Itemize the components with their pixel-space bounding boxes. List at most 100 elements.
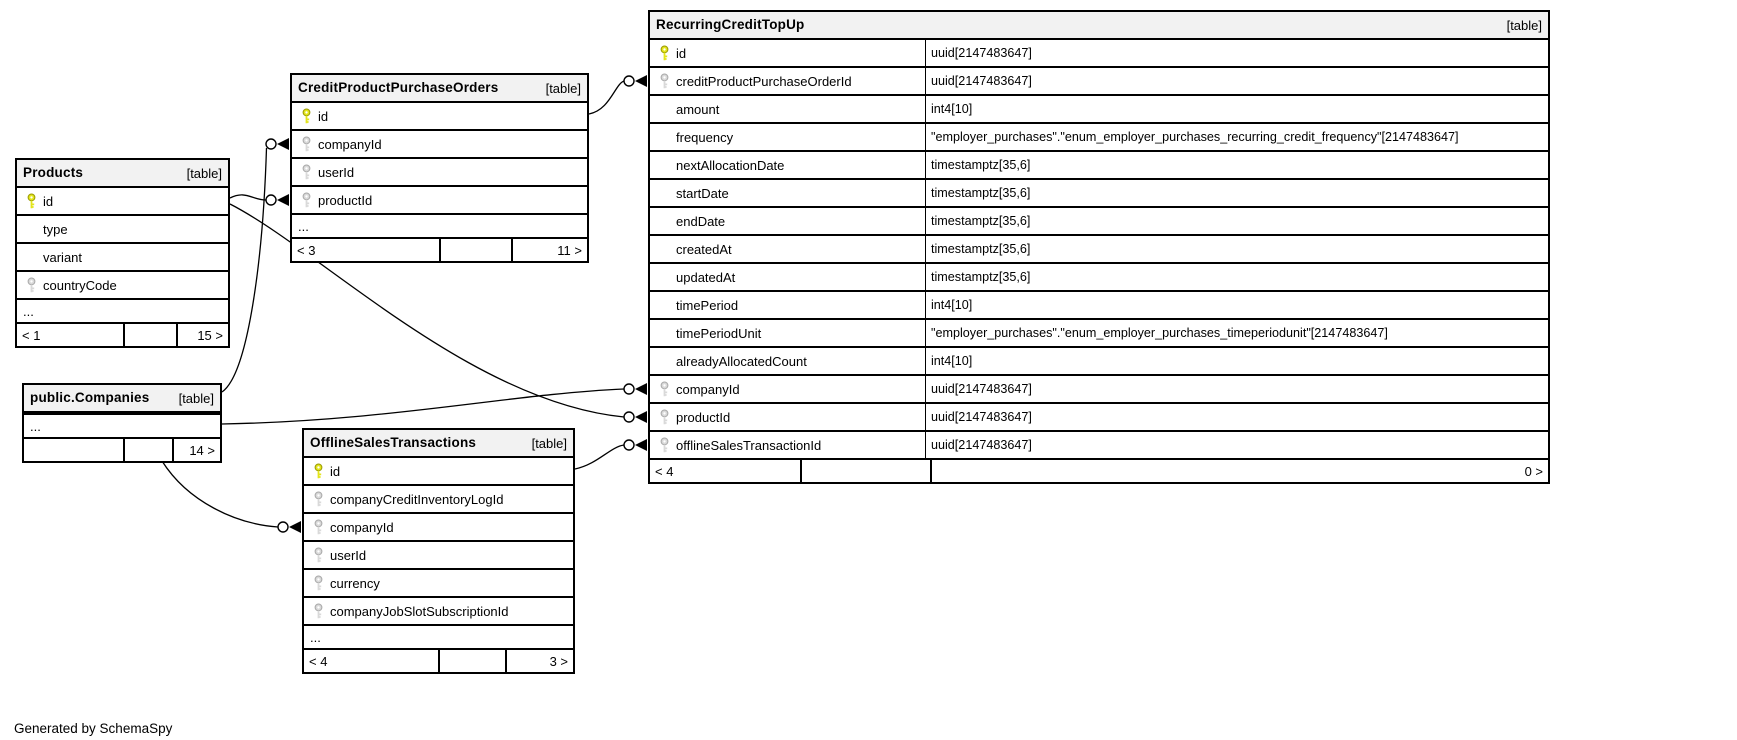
column-name: type (43, 221, 68, 237)
table-header[interactable]: OfflineSalesTransactions [table] (304, 430, 573, 458)
footer-middle-cell (438, 650, 505, 672)
column-row-companyId: companyId (304, 512, 573, 540)
column-name: endDate (676, 213, 726, 229)
table-header[interactable]: Products [table] (17, 160, 228, 188)
column-row-productId: productId (292, 185, 587, 213)
table-title: public.Companies (30, 390, 150, 406)
table-title: Products (23, 165, 84, 181)
footer-left-count: < 3 (297, 242, 316, 258)
column-name: currency (330, 575, 380, 591)
column-type: timestamptz[35,6] (925, 152, 1548, 178)
column-name: creditProductPurchaseOrderId (676, 73, 852, 89)
footer-right-count: 0 > (930, 460, 1548, 482)
column-row-variant: variant (17, 242, 228, 270)
edge-companies-to-rctu-companyid (221, 388, 625, 425)
edge-cppo-to-rctu-cppoorderid (588, 80, 625, 115)
column-rows: id type variant countryCode (17, 188, 228, 298)
footer-right-count: 15 > (175, 324, 228, 346)
column-type: "employer_purchases"."enum_employer_purc… (925, 320, 1548, 346)
table-public-companies[interactable]: public.Companies[table]...14 > (22, 383, 222, 463)
column-rows: id companyCreditInventoryLogId companyId us… (304, 458, 573, 624)
footer-left-count: < 4 (309, 653, 328, 669)
primary-key-icon (21, 193, 41, 210)
table-title: RecurringCreditTopUp (656, 17, 805, 33)
column-type: uuid[2147483647] (925, 376, 1548, 402)
foreign-key-icon (308, 603, 328, 620)
fk-connector-glyphs (265, 75, 647, 533)
footer-middle-cell (123, 324, 176, 346)
column-name: frequency (676, 129, 734, 145)
generated-by-note: Generated by SchemaSpy (14, 721, 173, 736)
column-row-id: id (17, 188, 228, 214)
column-name: companyId (330, 519, 394, 535)
table-title: CreditProductPurchaseOrders (298, 80, 499, 96)
column-row-id: id (304, 458, 573, 484)
column-type: uuid[2147483647] (925, 68, 1548, 94)
table-header[interactable]: RecurringCreditTopUp[table] (650, 12, 1548, 40)
column-name: userId (330, 547, 367, 563)
footer-left-count: < 1 (22, 327, 41, 343)
column-row-id: id (292, 103, 587, 129)
column-row-timePeriodUnit: timePeriodUnit "employer_purchases"."enum… (650, 318, 1548, 346)
column-type: timestamptz[35,6] (925, 180, 1548, 206)
column-type: int4[10] (925, 96, 1548, 122)
foreign-key-icon (654, 437, 674, 454)
column-row-companyJobSlotSubscriptionId: companyJobSlotSubscriptionId (304, 596, 573, 624)
column-name: id (330, 463, 341, 479)
column-name: userId (318, 164, 355, 180)
table-type-badge: [table] (531, 435, 567, 451)
table-type-badge: [table] (186, 165, 222, 181)
connector-rctu-companyid (623, 383, 647, 395)
edge-companies-to-cppo-companyid (221, 147, 268, 393)
column-type: uuid[2147483647] (925, 432, 1548, 458)
footer-left-count: < 4 (655, 463, 674, 479)
table-footer: < 1 15 > (17, 322, 228, 346)
column-name: updatedAt (676, 269, 736, 285)
table-header[interactable]: public.Companies [table] (24, 385, 220, 413)
column-name: id (43, 193, 54, 209)
column-row-currency: currency (304, 568, 573, 596)
column-name: productId (676, 409, 731, 425)
table-title: OfflineSalesTransactions (310, 435, 477, 451)
table-type-badge: [table] (178, 390, 214, 406)
column-row-countryCode: countryCode (17, 270, 228, 298)
primary-key-icon (296, 108, 316, 125)
primary-key-icon (654, 45, 674, 62)
column-name: alreadyAllocatedCount (676, 353, 807, 369)
column-name: startDate (676, 185, 729, 201)
column-name: id (676, 45, 687, 61)
column-name: timePeriodUnit (676, 325, 762, 341)
table-footer: < 4 0 > (650, 458, 1548, 482)
column-type: uuid[2147483647] (925, 404, 1548, 430)
more-columns-ellipsis: ... (304, 624, 573, 648)
column-type: timestamptz[35,6] (925, 264, 1548, 290)
footer-right-count: 11 > (511, 239, 587, 261)
column-row-updatedAt: updatedAt timestamptz[35,6] (650, 262, 1548, 290)
column-name: productId (318, 192, 373, 208)
table-offlinesalestransactions[interactable]: OfflineSalesTransactions [table] id company… (302, 428, 575, 674)
footer-middle-cell (800, 460, 930, 482)
foreign-key-icon (296, 192, 316, 209)
column-row-frequency: frequency"employer_purchases"."enum_empl… (650, 122, 1548, 150)
table-header[interactable]: CreditProductPurchaseOrders[table] (292, 75, 587, 103)
column-name: companyCreditInventoryLogId (330, 491, 504, 507)
column-row-creditProductPurchaseOrderId: creditProductPurchaseOrderId uuid[2147483… (650, 66, 1548, 94)
column-name: countryCode (43, 277, 117, 293)
column-name: nextAllocationDate (676, 157, 785, 173)
connector-rctu-productid (623, 411, 647, 423)
foreign-key-icon (21, 277, 41, 294)
footer-right-count: 14 > (172, 439, 220, 461)
foreign-key-icon (654, 381, 674, 398)
column-name: companyJobSlotSubscriptionId (330, 603, 509, 619)
